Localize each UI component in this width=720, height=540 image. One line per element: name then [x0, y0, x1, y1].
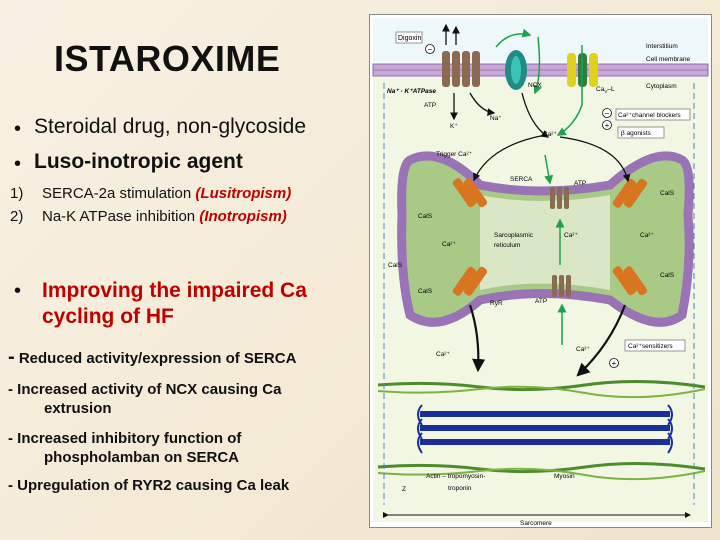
stimulate-symbol [609, 358, 619, 368]
numbered-text: Na-K ATPase inhibition [42, 208, 200, 225]
label-cals: CalS [660, 272, 675, 279]
interstitium-region [373, 18, 708, 62]
trigger-ca-arrow [473, 134, 547, 182]
serca-pump-bottom [552, 275, 571, 297]
label-ca: Ca²⁺ [564, 232, 578, 239]
label-ryr: RyR [490, 300, 503, 307]
label-myosin: Myosin [554, 473, 575, 480]
dash-line-1: Increased activity of NCX causing Ca [17, 381, 282, 398]
ca-release-arrow [468, 304, 486, 373]
label-digoxin: Digoxin [398, 35, 421, 42]
point-luso-inotropic: Luso-inotropic agent [34, 150, 243, 173]
dash-line-1: Reduced activity/expression of SERCA [18, 350, 297, 367]
ca-influx-arrow [556, 45, 583, 136]
figure-svg: − − + + [372, 18, 709, 527]
dash-line-2: extrusion [44, 400, 112, 417]
label-atp: ATP [424, 102, 436, 109]
ryr-channel [452, 178, 488, 208]
numbered-item-2: 2) Na-K ATPase inhibition (Inotropism) [10, 208, 287, 225]
digoxin-box [395, 31, 423, 44]
num-label: 1) [10, 185, 24, 202]
highlight-line-2: cycling of HF [42, 305, 174, 328]
na-k-atpase-pump [442, 51, 480, 87]
ca-release-arrow [576, 304, 627, 377]
dash-item-2: - Increased activity of NCX causing Ca e… [8, 381, 282, 417]
label-troponin: troponin [448, 485, 472, 492]
ryr-channel [612, 266, 648, 296]
highlight-line-1: Improving the impaired Ca [42, 279, 307, 302]
actin-filaments [377, 379, 706, 481]
dash-item-4: - Upregulation of RYR2 causing Ca leak [8, 477, 290, 494]
point-steroidal: Steroidal drug, non-glycoside [34, 115, 306, 138]
beta-agonists-box [617, 126, 665, 139]
sensitizers-box [624, 339, 686, 352]
dash-line-1: Upregulation of RYR2 causing Ca leak [17, 477, 290, 494]
label-sarcoplasmic: Sarcoplasmic [494, 232, 534, 239]
bullet-dot: • [14, 280, 22, 302]
serca-uptake-arrow [544, 154, 554, 185]
minus-sign: − [605, 109, 610, 118]
label-na-ion: Na⁺ [490, 115, 502, 122]
bullet-dot: • [14, 118, 22, 140]
inhibit-symbol [425, 44, 435, 54]
stimulate-symbol [602, 120, 612, 130]
myosin-filaments [417, 404, 673, 454]
na-in-arrow [469, 92, 496, 116]
label-ca: Ca²⁺ [576, 346, 590, 353]
plus-sign: + [612, 359, 617, 368]
label-sarcomere: Sarcomere [520, 520, 552, 527]
serca-pump-top [550, 187, 569, 209]
label-atp: ATP [574, 180, 586, 187]
label-actin: Actin – tropomyosin- [426, 473, 485, 480]
dash-item-1: - Reduced activity/expression of SERCA [8, 346, 297, 368]
label-cals: CalS [660, 190, 675, 197]
inhibit-symbol [602, 108, 612, 118]
highlight-text: Improving the impaired Ca cycling of HF [42, 278, 307, 330]
label-cals: CalS [418, 213, 433, 220]
blockers-box [615, 108, 691, 121]
sr-lumen-center [480, 195, 610, 290]
label-ca: Ca²⁺ [442, 241, 456, 248]
numbered-note: (Inotropism) [199, 208, 287, 225]
label-cytoplasm: Cytoplasm [646, 83, 677, 90]
label-ca: Ca²⁺ [543, 131, 557, 138]
label-ca: Ca²⁺ [436, 351, 450, 358]
label-ca-channel-blockers: Ca²⁺channel blockers [618, 112, 681, 119]
label-serca: SERCA [510, 176, 533, 183]
label-ca-sensitizers: Ca²⁺sensitizers [628, 343, 673, 350]
plus-sign: + [605, 121, 610, 130]
ryr-channel [452, 266, 488, 296]
label-cals: CalS [418, 288, 433, 295]
calcium-cycling-figure: − − + + [369, 14, 712, 528]
ncx-arrow [533, 36, 542, 95]
ryr-channel [612, 178, 648, 208]
label-k-ion: K⁺ [450, 123, 458, 130]
num-label: 2) [10, 208, 24, 225]
label-beta-agonists: β agonists [621, 130, 652, 137]
label-ca-l: CaV–L [596, 86, 615, 94]
label-reticulum: reticulum [494, 242, 520, 249]
label-cell-membrane: Cell membrane [646, 56, 690, 63]
numbered-item-1: 1) SERCA-2a stimulation (Lusitropism) [10, 185, 291, 202]
label-cals: CalS [388, 262, 403, 269]
trigger-ca-arrow [559, 136, 631, 183]
dash-item-3: - Increased inhibitory function of phosp… [8, 430, 242, 466]
label-z: Z [402, 486, 406, 493]
label-atp: ATP [535, 298, 547, 305]
bullet-dot: • [14, 153, 22, 175]
ncx-arrow [495, 28, 532, 48]
slide-title: ISTAROXIME [54, 38, 281, 79]
dash-line-2: phospholamban on SERCA [44, 449, 239, 466]
label-na-k-atpase: Na⁺ - K⁺ATPase [387, 88, 436, 95]
label-ca: Ca²⁺ [640, 232, 654, 239]
label-trigger-ca: Trigger Ca²⁺ [436, 151, 473, 158]
label-interstitium: Interstitium [646, 43, 678, 50]
numbered-note: (Lusitropism) [195, 185, 292, 202]
dash-line-1: Increased inhibitory function of [17, 430, 242, 447]
label-ncx: NCX [528, 82, 542, 89]
minus-sign: − [428, 45, 433, 54]
numbered-text: SERCA-2a stimulation [42, 185, 196, 202]
